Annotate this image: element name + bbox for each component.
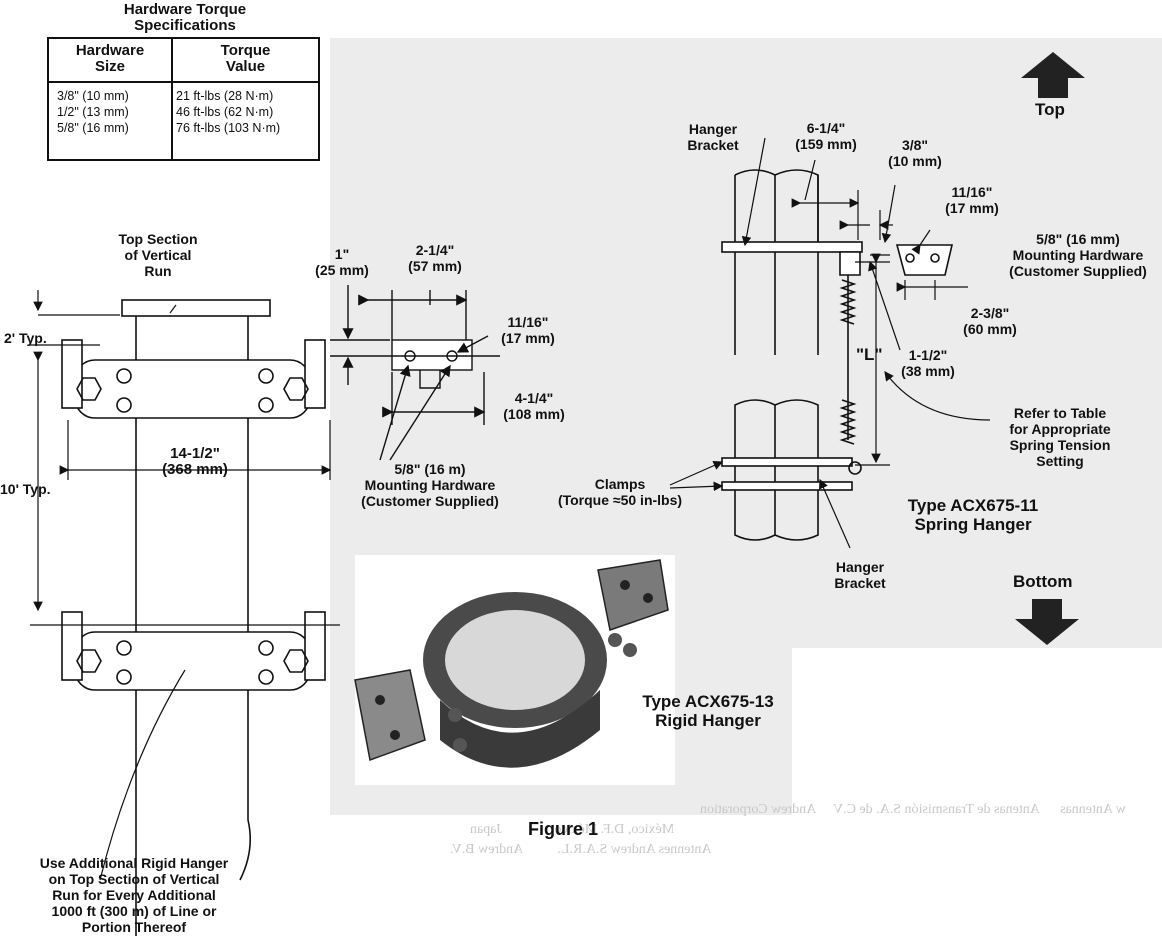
additional-hanger-note: Use Additional Rigid Hanger on Top Secti… — [39, 855, 229, 935]
dimension-4-1-4: 4-1/4" (108 mm) — [503, 390, 565, 422]
dimension-L: "L" — [856, 345, 883, 364]
clamps-label: Clamps (Torque ≈50 in-lbs) — [557, 476, 683, 508]
table-cell-torque: 21 ft-lbs (28 N·m) — [176, 89, 274, 103]
table-cell-size: 1/2" (13 mm) — [57, 105, 129, 119]
dimension-3-8: 3/8" (10 mm) — [888, 137, 942, 169]
dimension-11-16-spring: 11/16" (17 mm) — [945, 184, 999, 216]
mounting-hardware-label: 5/8" (16 m) Mounting Hardware (Customer … — [361, 461, 499, 509]
dimension-2-1-4: 2-1/4" (57 mm) — [408, 242, 462, 274]
table-cell-size: 5/8" (16 mm) — [57, 121, 129, 135]
top-label: Top — [1035, 100, 1065, 119]
dimension-11-16-detail: 11/16" (17 mm) — [501, 314, 555, 346]
dimension-2-3-8: 2-3/8" (60 mm) — [963, 305, 1017, 337]
rigid-hanger-type-label: Type ACX675-13 Rigid Hanger — [642, 692, 774, 730]
table-divider — [49, 81, 318, 83]
typ-2ft-label: 2' Typ. — [4, 330, 47, 346]
table-cell-size: 3/8" (10 mm) — [57, 89, 129, 103]
spring-hanger-type-label: Type ACX675-11 Spring Hanger — [907, 496, 1039, 534]
table-divider — [171, 39, 173, 159]
hanger-bracket-top-label: Hanger Bracket — [687, 121, 739, 153]
figure-label: Figure 1 — [528, 819, 599, 839]
hanger-bracket-bottom-label: Hanger Bracket — [834, 559, 886, 591]
table-cell-torque: 46 ft-lbs (62 N·m) — [176, 105, 274, 119]
down-arrow-icon — [1015, 599, 1079, 645]
table-cell-torque: 76 ft-lbs (103 N·m) — [176, 121, 281, 135]
dimension-6-1-4: 6-1/4" (159 mm) — [795, 120, 857, 152]
dimension-1-1-2: 1-1/2" (38 mm) — [901, 347, 955, 379]
top-section-label: Top Section of Vertical Run — [118, 231, 198, 279]
width-dimension-label: 14-1/2" (368 mm) — [162, 445, 228, 478]
torque-table: Hardware Size Torque Value 3/8" (10 mm) … — [47, 37, 320, 161]
table-header-torque: Torque Value — [220, 42, 271, 75]
up-arrow-icon — [1021, 52, 1085, 98]
table-header-size: Hardware Size — [75, 42, 145, 75]
bottom-label: Bottom — [1013, 572, 1073, 591]
table-title: Hardware Torque Specifications — [123, 1, 247, 34]
refer-to-table-note: Refer to Table for Appropriate Spring Te… — [1009, 405, 1111, 469]
typ-10ft-label: 10' Typ. — [0, 481, 51, 497]
rigid-hanger-photo — [354, 555, 675, 785]
dimension-1in: 1" (25 mm) — [315, 246, 369, 278]
spring-mounting-hardware-label: 5/8" (16 mm) Mounting Hardware (Customer… — [1009, 231, 1147, 279]
